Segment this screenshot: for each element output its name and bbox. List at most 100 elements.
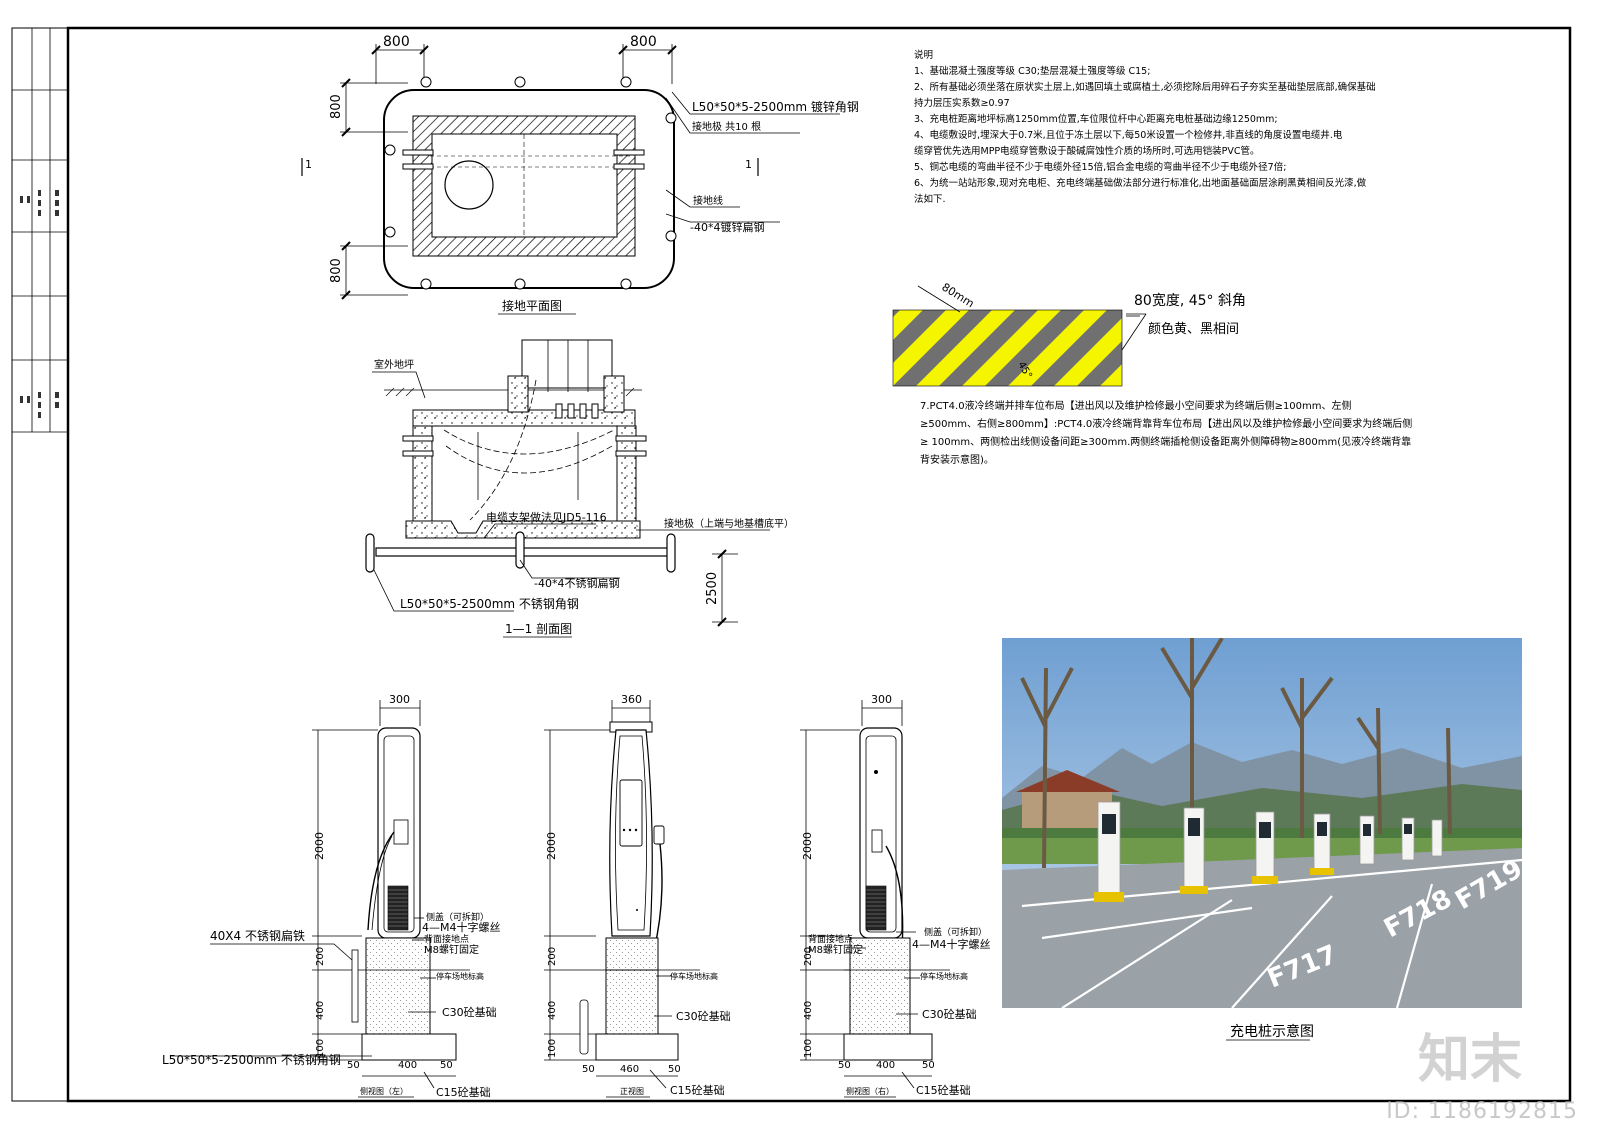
dim-top-right: 800 — [630, 34, 657, 50]
left-c15: C15砼基础 — [436, 1086, 491, 1099]
right-screw: 4—M4十字螺丝 — [912, 937, 991, 951]
charging-station-photo: F717 F718 F719 — [1002, 638, 1522, 1008]
right-parking-mark: 停车场地标高 — [920, 971, 968, 981]
section-mark-right: 1 — [745, 158, 752, 171]
note-line: 5、铜芯电缆的弯曲半径不少于电缆外径15倍,铝合金电缆的弯曲半径不少于电缆外径7… — [914, 162, 1287, 173]
front-dim-100: 100 — [547, 1039, 558, 1058]
plan-title: 接地平面图 — [502, 298, 562, 313]
elevation-side-left: 300 2000 200 400 100 40X4 不锈钢扁铁 侧盖（可拆卸） … — [162, 693, 501, 1099]
title-strip — [11, 27, 68, 433]
note7-line: ≥500mm、右侧≥800mm】:PCT4.0液冷终端背靠背车位布局【进出风以及… — [920, 419, 1413, 430]
elevation-side-right: 300 2000 200 400 100 背面接地点 M8螺钉固定 侧盖（可拆卸… — [800, 693, 991, 1098]
note7-line: 背安装示意图)。 — [920, 455, 994, 466]
left-dim-200: 200 — [315, 947, 326, 966]
note7-line: 7.PCT4.0液冷终端并排车位布局【进出风以及维护检修最小空间要求为终端后侧≥… — [920, 401, 1352, 412]
section-flat-steel: -40*4不锈钢扁钢 — [534, 577, 619, 590]
stripe-bar — [893, 310, 992, 386]
ground-ring — [383, 89, 675, 289]
notes-heading: 说明 — [914, 50, 934, 61]
right-dim-400: 400 — [803, 1001, 814, 1020]
front-c15: C15砼基础 — [670, 1084, 725, 1097]
watermark-id: ID: 1186192815 — [1386, 1099, 1578, 1124]
right-side-cover: 侧盖（可拆卸） — [924, 926, 987, 938]
right-back-ground: 背面接地点 — [808, 933, 853, 945]
front-width: 360 — [621, 693, 642, 706]
right-margin-l: 50 — [838, 1060, 851, 1071]
elevation-front: 360 2000 200 400 100 停车场地标高 C30砼基础 460 5… — [544, 693, 731, 1098]
layout-note-7: 7.PCT4.0液冷终端并排车位布局【进出风以及维护检修最小空间要求为终端后侧≥… — [920, 398, 1412, 470]
plan-angle-label: L50*50*5-2500mm 镀锌角钢 — [692, 100, 859, 114]
plan-flat-steel: -40*4镀锌扁钢 — [690, 220, 764, 234]
left-dim-400: 400 — [315, 1001, 326, 1020]
front-margin-r: 50 — [668, 1064, 681, 1075]
stripe-bar — [1077, 341, 1122, 386]
right-c30: C30砼基础 — [922, 1008, 977, 1021]
left-angle-steel: L50*50*5-2500mm 不锈钢角钢 — [162, 1053, 341, 1067]
note-line: 4、电缆敷设时,埋深大于0.7米,且位于冻土层以下,每50米设置一个检修井,非直… — [914, 130, 1343, 141]
left-side-cover: 侧盖（可拆卸） — [426, 911, 489, 923]
right-c15: C15砼基础 — [916, 1084, 971, 1097]
front-parking-mark: 停车场地标高 — [670, 971, 718, 981]
stripe-bar — [893, 310, 946, 363]
note-line: 3、充电桩距离地坪标高1250mm位置,车位限位杆中心距离充电桩基础边缘1250… — [914, 114, 1278, 125]
section-rod-note: 接地极（上端与地基槽底平） — [664, 517, 794, 530]
hazard-stripe: 80mm 45° 80宽度, 45° 斜角 颜色黄、黑相间 — [892, 281, 1246, 387]
front-dim-200: 200 — [547, 947, 558, 966]
stripe-bar — [1031, 310, 1122, 386]
stripe-label-1: 80宽度, 45° 斜角 — [1134, 292, 1246, 309]
right-width: 300 — [871, 693, 892, 706]
inner-frame — [66, 26, 1572, 1103]
right-margin-r: 50 — [922, 1060, 935, 1071]
left-dim-100: 100 — [315, 1039, 326, 1058]
front-margin-l: 50 — [582, 1064, 595, 1075]
section-outdoor-ground: 室外地坪 — [374, 358, 414, 371]
grounding-plan: 800 800 800 800 1 1 — [301, 34, 859, 315]
plan-ground-wire: 接地线 — [693, 194, 723, 207]
right-title: 侧视图（右） — [846, 1086, 894, 1096]
left-flat-iron: 40X4 不锈钢扁铁 — [210, 929, 305, 943]
front-dim-400: 400 — [547, 1001, 558, 1020]
note7-line: ≥ 100mm、两侧检出线侧设备间距≥300mm.两侧终端插枪侧设备距离外侧障碍… — [920, 437, 1412, 448]
watermark-logo: 知末 — [1417, 1030, 1522, 1090]
front-base-w: 460 — [620, 1064, 639, 1075]
section-angle-label: L50*50*5-2500mm 不锈钢角钢 — [400, 597, 579, 611]
left-width: 300 — [389, 693, 410, 706]
design-notes: 说明 1、基础混凝土强度等级 C30;垫层混凝土强度等级 C15; 2、所有基础… — [914, 48, 1376, 208]
dim-top-left: 800 — [383, 34, 410, 50]
note-line: 2、所有基础必须坐落在原状实土层上,如遇回填土或腐植土,必须挖除后用碎石子夯实至… — [914, 82, 1376, 93]
right-m8: M8螺钉固定 — [808, 943, 863, 956]
note-line: 缆穿管优先选用MPP电缆穿管敷设于酸碱腐蚀性介质的场所时,可选用铠装PVC管。 — [914, 146, 1260, 157]
note-line: 法如下. — [914, 194, 946, 205]
left-m8: M8螺钉固定 — [424, 943, 479, 956]
stripe-bar — [939, 310, 1038, 386]
stripe-label-2: 颜色黄、黑相间 — [1148, 321, 1239, 337]
note-line: 持力层压实系数≥0.97 — [914, 98, 1010, 109]
section-mark-left: 1 — [305, 158, 312, 171]
section-title: 1—1 剖面图 — [505, 622, 572, 636]
front-c30: C30砼基础 — [676, 1010, 731, 1023]
section-depth: 2500 — [705, 572, 720, 605]
front-title: 正视图 — [620, 1086, 644, 1096]
right-base-w: 400 — [876, 1060, 895, 1071]
section-cable-support: 电缆支架做法见JD5-116 — [486, 510, 607, 524]
left-back-ground: 背面接地点 — [424, 933, 469, 945]
right-dim-100: 100 — [803, 1039, 814, 1058]
plan-rod-count: 接地极 共10 根 — [692, 120, 761, 133]
left-title: 侧视图（左） — [360, 1086, 408, 1096]
stripe-width-dim: 80mm — [939, 281, 976, 311]
left-margin-r: 50 — [440, 1060, 453, 1071]
front-height: 2000 — [545, 832, 558, 860]
left-screw: 4—M4十字螺丝 — [422, 920, 501, 934]
left-parking-mark: 停车场地标高 — [436, 971, 484, 981]
left-margin-l: 50 — [347, 1060, 360, 1071]
left-c30: C30砼基础 — [442, 1006, 497, 1019]
note-line: 1、基础混凝土强度等级 C30;垫层混凝土强度等级 C15; — [914, 66, 1151, 77]
left-height: 2000 — [313, 832, 326, 860]
dim-side-bottom: 800 — [329, 258, 344, 283]
note-line: 6、为统一站站形象,现对充电柜、充电终端基础做法部分进行标准化,出地面基础面层涂… — [914, 178, 1367, 189]
right-height: 2000 — [801, 832, 814, 860]
stripe-bar — [893, 310, 900, 317]
photo-caption: 充电桩示意图 — [1230, 1023, 1314, 1040]
dim-side-top: 800 — [329, 94, 344, 119]
